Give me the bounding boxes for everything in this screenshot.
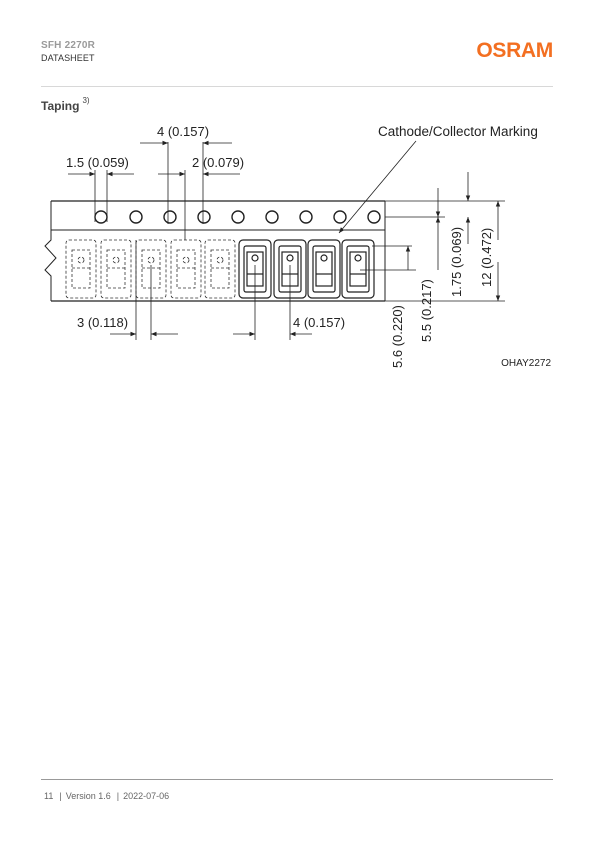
footnote-ref: 3) bbox=[82, 96, 90, 105]
component-pockets bbox=[238, 239, 375, 299]
osram-logo: OSRAM bbox=[476, 39, 553, 62]
doc-date: 2022-07-06 bbox=[123, 791, 170, 801]
marking-label: Cathode/Collector Marking bbox=[378, 124, 538, 139]
dashed-pockets bbox=[65, 239, 236, 299]
sprocket-holes bbox=[94, 210, 381, 224]
document-type: DATASHEET bbox=[41, 53, 95, 63]
figure-id: OHAY2272 bbox=[501, 358, 551, 369]
dim-hole-1-5: 1.5 (0.059) bbox=[66, 155, 129, 170]
dim-1-75: 1.75 (0.069) bbox=[449, 227, 464, 297]
dim-2: 2 (0.079) bbox=[192, 155, 244, 170]
footer-divider bbox=[41, 779, 553, 780]
header-divider bbox=[41, 86, 553, 87]
dimension-arrows bbox=[68, 140, 501, 337]
page-footer: 11|Version 1.6|2022-07-06 bbox=[44, 791, 170, 801]
dim-12: 12 (0.472) bbox=[479, 228, 494, 287]
dim-3: 3 (0.118) bbox=[77, 315, 128, 330]
section-title-text: Taping bbox=[41, 99, 80, 113]
product-name: SFH 2270R bbox=[41, 40, 96, 51]
page-number: 11 bbox=[44, 791, 54, 801]
doc-version: Version 1.6 bbox=[65, 791, 111, 801]
dim-5-6: 5.6 (0.220) bbox=[390, 305, 405, 368]
extension-lines bbox=[94, 142, 505, 340]
dim-5-5: 5.5 (0.217) bbox=[419, 279, 434, 342]
dim-pitch-4-bottom: 4 (0.157) bbox=[293, 315, 345, 330]
dim-pitch-4: 4 (0.157) bbox=[157, 124, 209, 139]
